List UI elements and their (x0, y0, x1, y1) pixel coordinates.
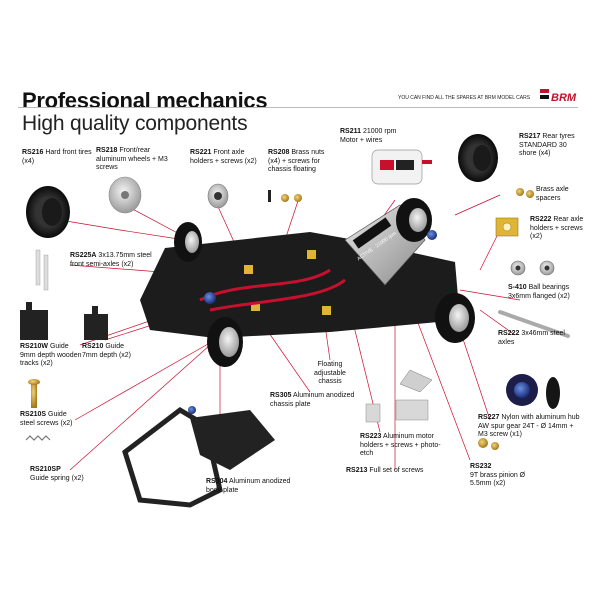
label-floating-chassis: Floating adjustable chassis (314, 361, 346, 385)
guide-spring-icon (25, 435, 51, 441)
label-rs225a: RS225A 3x13.75mm steel front semi-axles … (70, 252, 152, 268)
motor-holder-icon (365, 369, 433, 423)
label-rs216: RS216 Hard front tires (x4) (22, 149, 92, 165)
guide-9mm-icon (20, 302, 48, 340)
label-rs211: RS211 21000 rpm Motor + wires (340, 128, 397, 144)
label-rs217: RS217 Rear tyres STANDARD 30 shore (x4) (519, 133, 575, 157)
label-s410: S-410 Ball bearings 3x6mm flanged (x2) (508, 284, 570, 300)
label-rs223: RS223 Aluminum motor holders + screws + … (360, 433, 441, 457)
pinion-icon (478, 438, 499, 450)
front-axle-holder-icon (207, 183, 229, 209)
label-rs304: RS304 Aluminum anodized body plate (206, 478, 291, 494)
brm-logo: BRM (540, 89, 577, 104)
page-title: Professional mechanics (22, 88, 268, 113)
rear-axle-holder-icon (495, 217, 519, 237)
semi-axles-icon (35, 249, 49, 291)
label-rs221: RS221 Front axle holders + screws (x2) (190, 149, 257, 165)
title-divider (18, 107, 578, 108)
spares-notice: YOU CAN FIND ALL THE SPARES AT BRM MODEL… (398, 95, 531, 101)
label-axle-spacers: Brass axle spacers (536, 186, 569, 202)
rear-tire-icon (458, 134, 498, 182)
body-plate-icon (122, 406, 275, 508)
rear-wheel-bottom-icon (435, 293, 475, 343)
brass-nuts-icon (268, 190, 302, 202)
page-subtitle: High quality components (22, 112, 248, 135)
guide-7mm-icon (84, 306, 108, 340)
spur-gear-icon (506, 374, 560, 409)
blue-hub-icon (204, 292, 216, 304)
label-rs305: RS305 Aluminum anodized chassis plate (270, 392, 355, 408)
label-rs210s: RS210S Guide steel screws (x2) (20, 411, 73, 427)
motor-icon (371, 149, 432, 185)
label-rs218: RS218 Front/rear aluminum wheels + M3 sc… (96, 147, 168, 171)
guide-screw-icon (28, 379, 40, 408)
front-tire-icon (26, 186, 70, 238)
ball-bearing-icon (510, 260, 555, 276)
label-rs222-axles: RS222 3x46mm steel axles (498, 330, 565, 346)
label-rs208: RS208 Brass nuts (x4) + screws for chass… (268, 149, 325, 173)
brass-spacers-icon (516, 188, 534, 198)
svg-text:BRM: BRM (551, 92, 577, 104)
steel-axle-icon (498, 310, 570, 338)
label-rs227: RS227 Nylon with aluminum hub AW spur ge… (478, 414, 580, 438)
front-wheel-left-icon (174, 222, 202, 262)
front-wheel-right-icon (207, 317, 243, 367)
label-rs210: RS210 Guide 7mm depth (x2) (82, 343, 132, 359)
aluminum-wheel-icon (108, 176, 142, 214)
label-rs210w: RS210W Guide 9mm depth wooden tracks (x2… (20, 343, 82, 367)
rear-wheel-top-icon (396, 198, 437, 242)
label-rs213: RS213 Full set of screws (346, 467, 424, 474)
label-rs222-holders: RS222 Rear axle holders + screws (x2) (530, 216, 584, 240)
